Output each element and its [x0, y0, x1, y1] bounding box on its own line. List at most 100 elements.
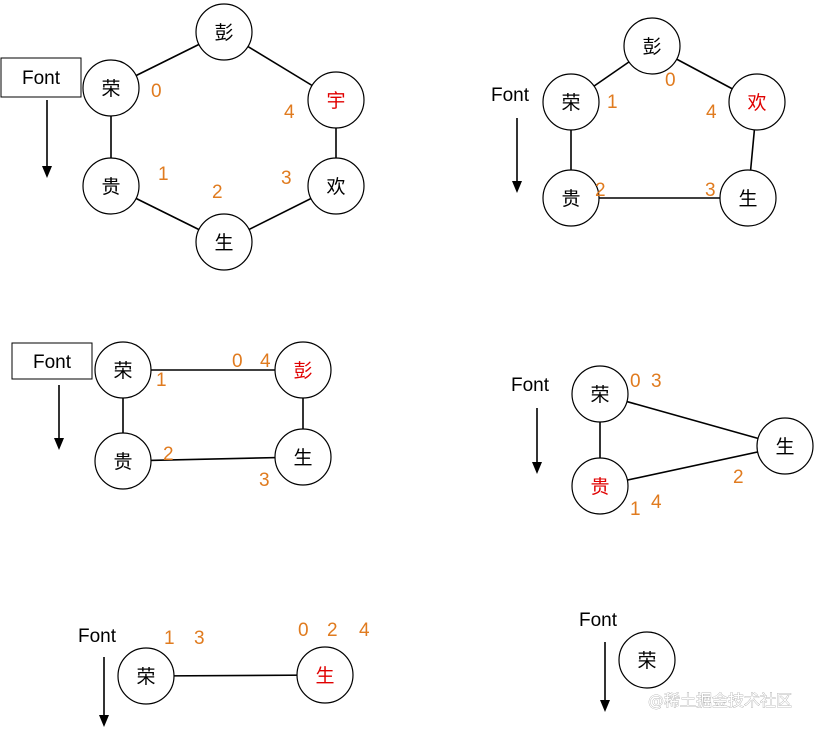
index-number: 4 [706, 102, 717, 123]
node-circle [756, 417, 814, 475]
node-circle [719, 169, 777, 227]
node-rong: 荣 [542, 73, 600, 131]
index-number: 1 [630, 499, 641, 520]
node-label: 生 [293, 447, 312, 469]
font-pointer: Font [579, 610, 618, 712]
font-pointer: Font [11, 342, 93, 450]
index-number: 0 [151, 81, 162, 102]
node-label: 彭 [642, 36, 661, 58]
index-number: 4 [651, 492, 662, 513]
font-label: Font [511, 375, 550, 396]
node-circle [195, 3, 253, 61]
index-number: 3 [194, 628, 205, 649]
node-circle [307, 71, 365, 129]
index-number: 1 [158, 164, 169, 185]
font-label: Font [22, 68, 61, 89]
nodes-layer: 彭荣宇贵欢生彭荣欢贵生荣彭贵生荣贵生荣生荣 [82, 3, 814, 705]
node-circle [117, 647, 175, 705]
font-label: Font [579, 610, 618, 631]
node-peng: 彭 [195, 3, 253, 61]
down-arrow-icon [512, 181, 522, 193]
node-label: 生 [738, 188, 757, 210]
index-number: 0 [665, 70, 676, 91]
node-label: 贵 [113, 451, 132, 473]
edge-sheng-gui [599, 445, 786, 487]
down-arrow-icon [600, 700, 610, 712]
node-circle [82, 59, 140, 117]
down-arrow-icon [54, 438, 64, 450]
node-label: 荣 [637, 650, 656, 672]
node-circle [307, 157, 365, 215]
node-circle [571, 365, 629, 423]
node-label: 生 [214, 232, 233, 254]
font-label-box [0, 57, 82, 98]
font-pointer: Font [511, 375, 550, 474]
node-label: 宇 [326, 90, 345, 112]
node-huan: 欢 [728, 73, 786, 131]
index-number: 3 [281, 168, 292, 189]
node-gui: 贵 [542, 169, 600, 227]
node-label: 荣 [113, 360, 132, 382]
font-pointer: Font [0, 57, 82, 178]
node-gui: 贵 [571, 457, 629, 515]
font-pointer: Font [491, 85, 530, 193]
node-label: 欢 [326, 176, 345, 198]
font-label-box [11, 342, 93, 380]
font-pointer: Font [78, 626, 117, 727]
node-gui: 贵 [94, 432, 152, 490]
index-number: 2 [595, 180, 606, 201]
node-label: 彭 [293, 360, 312, 382]
index-number: 3 [705, 180, 716, 201]
node-label: 荣 [590, 384, 609, 406]
node-label: 贵 [561, 188, 580, 210]
node-circle [728, 73, 786, 131]
node-label: 荣 [101, 78, 120, 100]
font-label: Font [78, 626, 117, 647]
node-sheng: 生 [195, 213, 253, 271]
node-sheng: 生 [296, 646, 354, 704]
node-label: 生 [315, 665, 334, 687]
node-circle [296, 646, 354, 704]
node-rong: 荣 [618, 631, 676, 689]
node-huan: 欢 [307, 157, 365, 215]
node-circle [542, 169, 600, 227]
node-label: 贵 [101, 176, 120, 198]
node-circle [195, 213, 253, 271]
node-sheng: 生 [274, 428, 332, 486]
node-label: 生 [775, 436, 794, 458]
index-number: 2 [212, 182, 223, 203]
node-circle [618, 631, 676, 689]
edge-rong-sheng [145, 674, 326, 677]
node-label: 欢 [747, 92, 766, 114]
down-arrow-icon [42, 166, 52, 178]
node-circle [94, 432, 152, 490]
node-circle [82, 157, 140, 215]
node-gui: 贵 [82, 157, 140, 215]
node-sheng: 生 [719, 169, 777, 227]
node-yu: 宇 [307, 71, 365, 129]
node-label: 彭 [214, 22, 233, 44]
node-rong: 荣 [117, 647, 175, 705]
node-circle [274, 341, 332, 399]
index-number: 3 [651, 371, 662, 392]
node-rong: 荣 [571, 365, 629, 423]
node-rong: 荣 [94, 341, 152, 399]
index-number: 0 [298, 620, 309, 641]
node-circle [542, 73, 600, 131]
node-circle [571, 457, 629, 515]
node-rong: 荣 [82, 59, 140, 117]
index-number: 2 [327, 620, 338, 641]
node-label: 荣 [136, 666, 155, 688]
node-label: 贵 [590, 476, 609, 498]
font-label: Font [33, 352, 72, 373]
index-number: 2 [163, 444, 174, 465]
watermark-text: @稀土掘金技术社区 [648, 691, 792, 710]
index-number: 4 [260, 351, 271, 372]
edge-rong-sheng [599, 393, 786, 447]
index-number: 1 [156, 370, 167, 391]
index-number: 4 [284, 102, 295, 123]
index-number: 0 [630, 371, 641, 392]
node-circle [274, 428, 332, 486]
